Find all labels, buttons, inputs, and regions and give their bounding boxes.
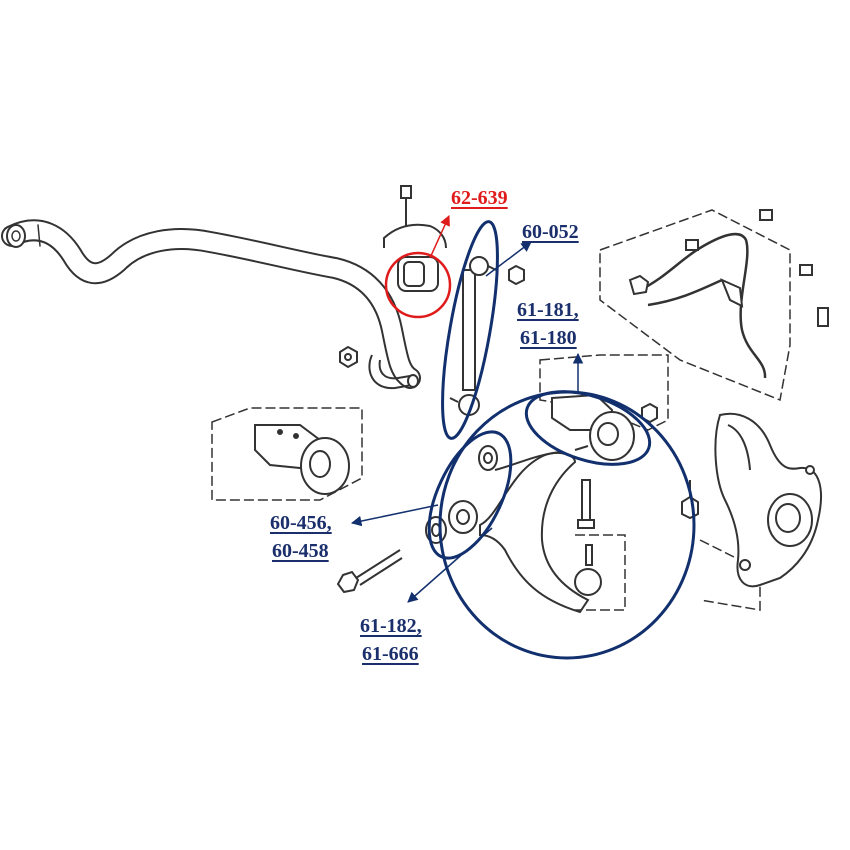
part-highlights — [427, 220, 696, 660]
label-61-180[interactable]: 61-180 — [520, 327, 577, 349]
upper-bushing-box — [539, 354, 669, 461]
arrow-61-182 — [407, 527, 493, 603]
label-61-666[interactable]: 61-666 — [362, 643, 419, 665]
label-61-181[interactable]: 61-181, — [517, 299, 579, 321]
arrow-62-639 — [429, 215, 450, 259]
stabilizer-bar — [1, 219, 421, 389]
ball-joint — [574, 479, 602, 596]
bushing-bracket — [383, 185, 447, 292]
label-60-052[interactable]: 60-052 — [522, 221, 579, 243]
label-62-639[interactable]: 62-639 — [451, 187, 508, 209]
wiring-harness-box — [599, 209, 829, 402]
arrow-60-456 — [350, 504, 439, 527]
steering-knuckle — [714, 412, 822, 588]
arrow-60-052 — [485, 241, 532, 277]
nut — [339, 345, 358, 369]
stabilizer-link — [449, 256, 525, 416]
lower-arm-highlight — [438, 390, 696, 660]
front-bushing-highlight — [427, 430, 513, 560]
label-60-456[interactable]: 60-456, — [270, 512, 332, 534]
label-60-458[interactable]: 60-458 — [272, 540, 329, 562]
nut-hardware — [681, 480, 699, 520]
ball-joint-box — [575, 534, 761, 611]
stabilizer-link-highlight — [441, 220, 499, 440]
compliance-bushing-box — [211, 407, 363, 501]
long-bolt — [336, 549, 403, 594]
label-61-182[interactable]: 61-182, — [360, 615, 422, 637]
stabilizer-bushing-highlight — [384, 251, 452, 319]
stabilizer-end-loop — [368, 354, 419, 390]
lower-control-arm — [425, 445, 590, 614]
upper-bushing-highlight — [524, 390, 652, 466]
